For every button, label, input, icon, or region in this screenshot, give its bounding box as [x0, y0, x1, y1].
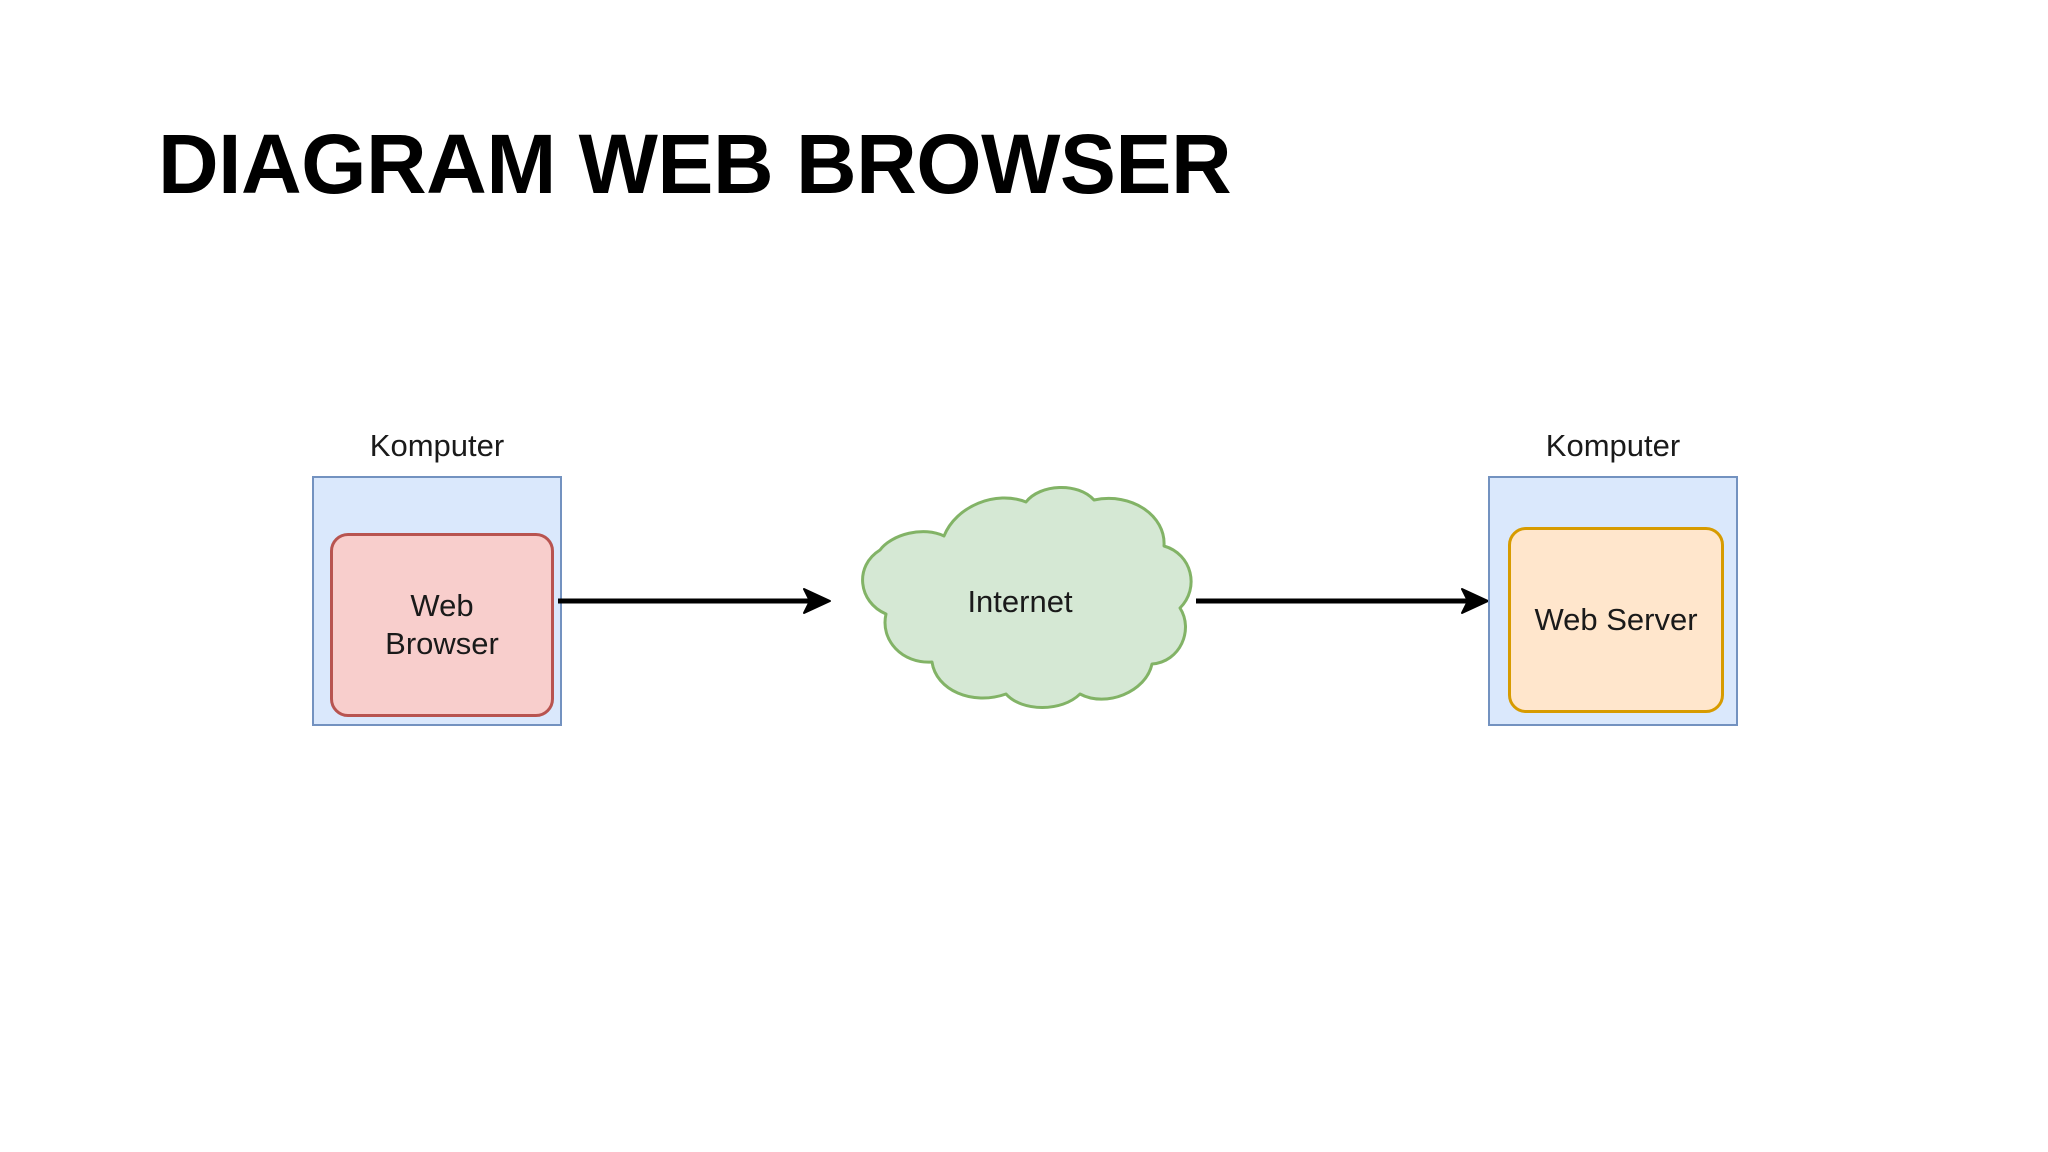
edge-browser-to-internet-arrowhead: [803, 588, 831, 614]
node-web-server[interactable]: Web Server: [1508, 527, 1724, 713]
cloud-icon: [861, 486, 1193, 709]
node-computer-client[interactable]: Komputer Web Browser: [312, 430, 562, 726]
node-web-browser[interactable]: Web Browser: [330, 533, 554, 717]
edge-internet-to-server[interactable]: [1196, 585, 1492, 617]
computer-client-label: Komputer: [369, 428, 505, 463]
web-browser-label-line-2: Browser: [385, 626, 499, 661]
node-computer-server[interactable]: Komputer Web Server: [1488, 430, 1738, 726]
node-internet[interactable]: Internet: [840, 484, 1200, 712]
page-title: DIAGRAM WEB BROWSER: [158, 117, 1232, 211]
web-browser-label: Web Browser: [385, 587, 499, 663]
edge-internet-to-server-arrowhead: [1461, 588, 1489, 614]
internet-label: Internet: [967, 584, 1073, 619]
edge-browser-to-internet[interactable]: [558, 585, 834, 617]
web-server-label: Web Server: [1534, 602, 1698, 638]
web-browser-label-line-1: Web: [410, 588, 474, 624]
computer-server-label: Komputer: [1545, 428, 1681, 463]
